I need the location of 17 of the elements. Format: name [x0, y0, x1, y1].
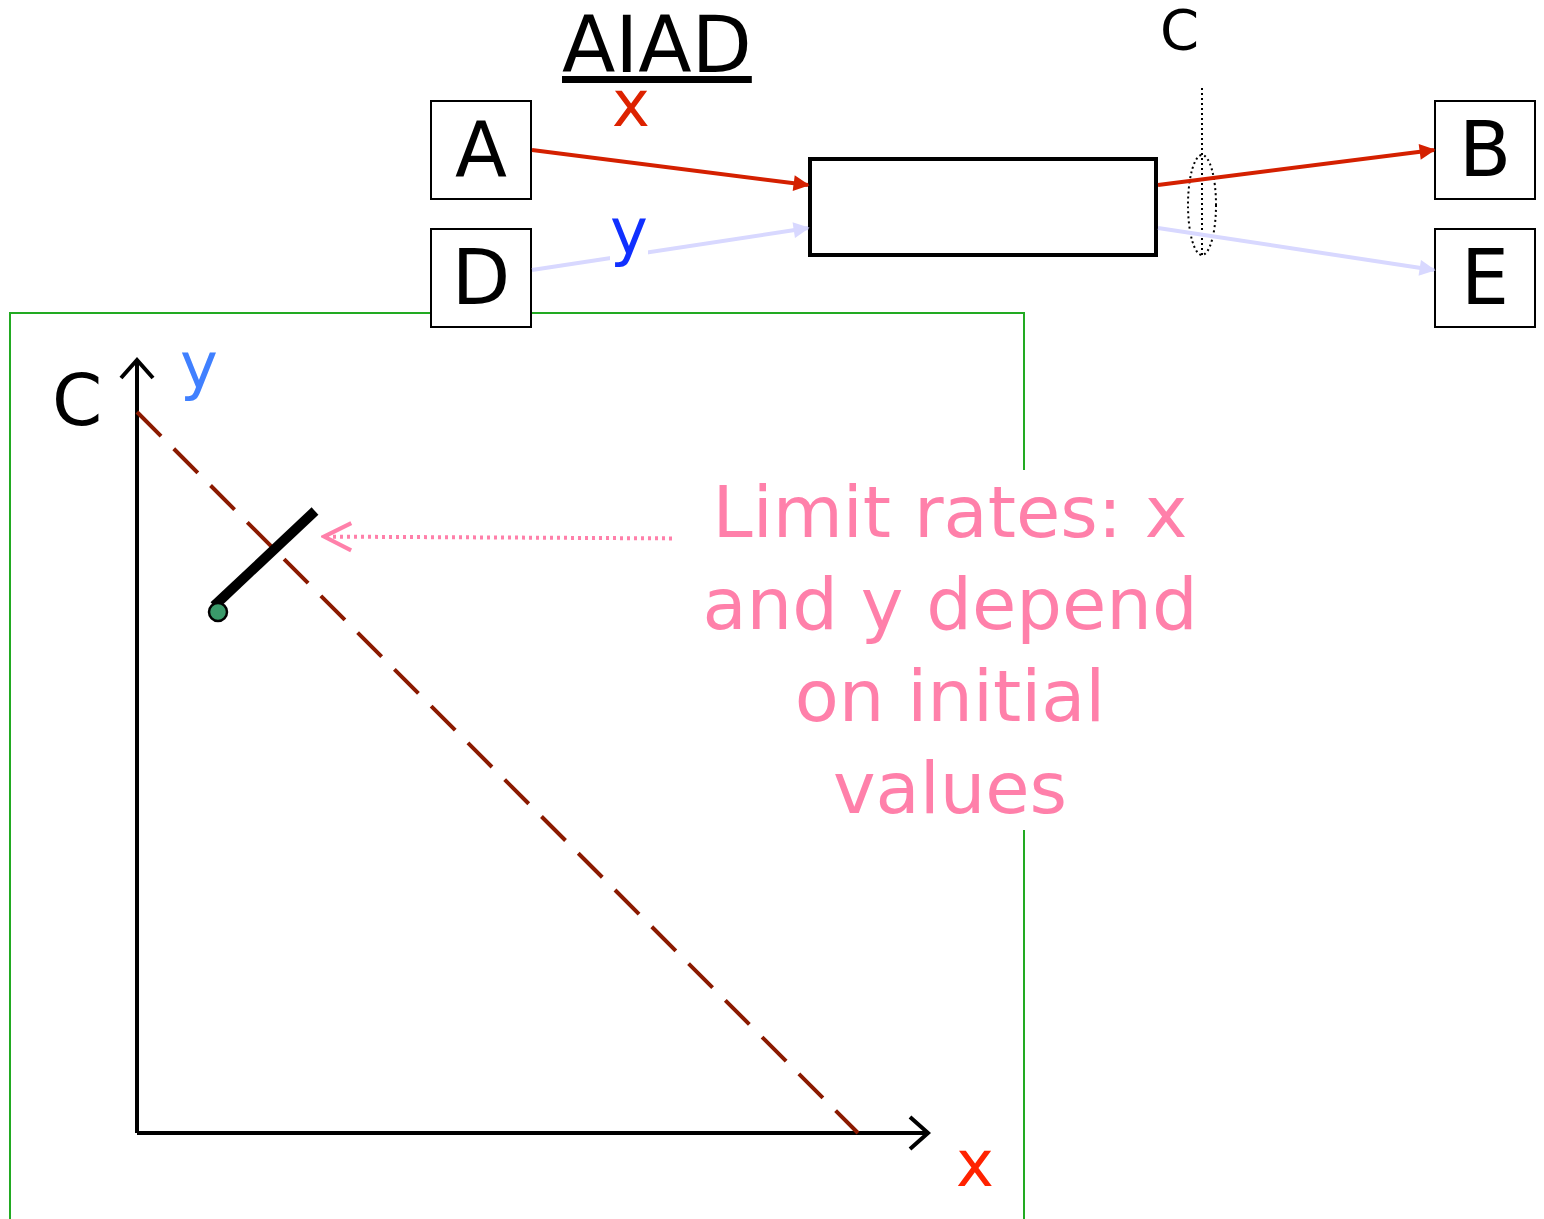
node-label: D [451, 240, 511, 316]
node-label: E [1461, 240, 1509, 316]
letter-box [1434, 100, 1536, 200]
note-text: Limit rates: x and y depend on initial values [701, 469, 1199, 832]
letter-box [430, 100, 532, 200]
process-box [808, 157, 1158, 257]
node-label: B [1458, 112, 1512, 188]
cut-label: C [1160, 2, 1200, 58]
arrow [321, 521, 672, 553]
axis-label: C [52, 364, 103, 436]
node-label: A [455, 112, 507, 188]
letter-box [430, 228, 532, 328]
arrow [531, 148, 810, 192]
arrow [1157, 143, 1436, 187]
letter-box [1434, 228, 1536, 328]
arrow [1157, 226, 1436, 276]
axis-label: x [956, 1132, 994, 1196]
